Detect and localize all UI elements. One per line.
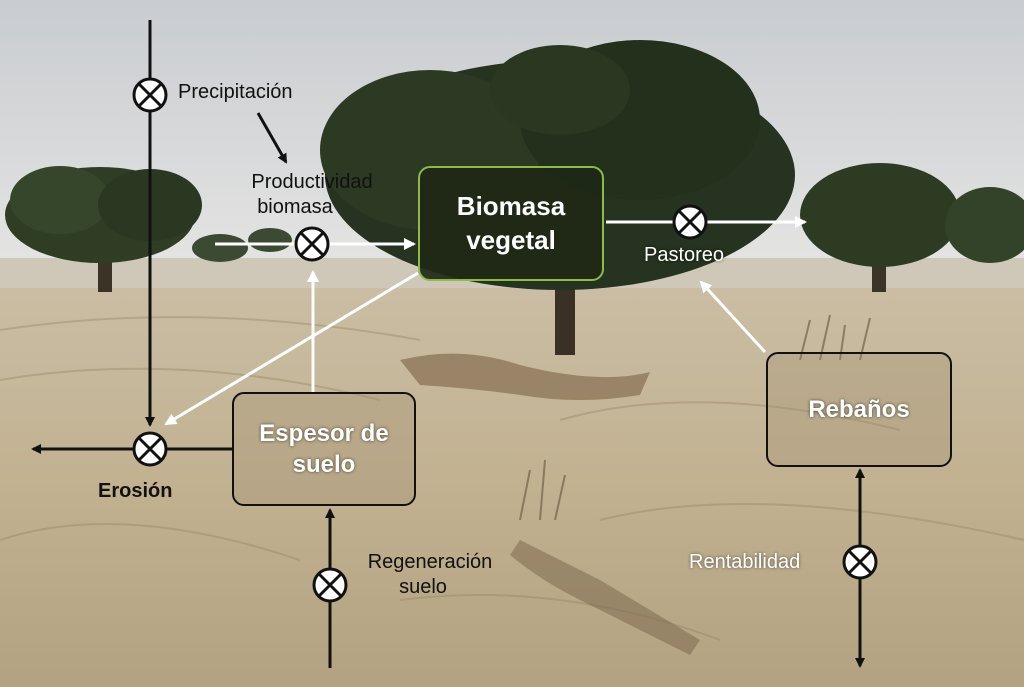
stock-rebanos-label: Rebaños — [808, 395, 910, 423]
gully — [400, 353, 650, 400]
stock-biomasa-label: Biomasa vegetal — [456, 190, 566, 255]
label-regeneracion-suelo: Regeneración suelo — [345, 550, 515, 600]
precipitation-valve — [132, 77, 168, 113]
erosion-valve — [132, 431, 168, 467]
stock-rebanos: Rebaños — [766, 352, 952, 467]
herds-to-grazing-arrow — [699, 280, 767, 354]
label-productividad-line2: biomasa — [257, 196, 333, 218]
label-pastoreo: Pastoreo — [644, 244, 725, 266]
gully-lower — [510, 540, 700, 655]
precipitation-to-productivity-arrow — [256, 112, 288, 164]
regeneration-valve — [312, 567, 348, 603]
biomass-to-erosion-arrow — [164, 271, 419, 426]
stock-biomasa-vegetal: Biomasa vegetal — [418, 166, 604, 281]
productivity-valve — [294, 226, 330, 262]
rentabilidad-valve — [842, 544, 878, 580]
ground — [0, 262, 1024, 687]
oak-tree-left — [5, 166, 202, 292]
oak-tree-right — [800, 163, 1024, 292]
grazing-valve — [672, 204, 708, 240]
label-erosion: Erosión — [98, 480, 173, 502]
label-precipitacion: Precipitación — [178, 81, 293, 103]
label-regeneracion-line2: suelo — [399, 576, 447, 598]
label-productividad-biomasa: Productividad biomasa — [228, 170, 396, 220]
shrubs — [519, 314, 871, 521]
distant-trees — [192, 228, 292, 262]
stock-espesor-de-suelo: Espesor de suelo — [232, 392, 416, 506]
label-productividad-line1: Productividad — [251, 171, 373, 193]
label-regeneracion-line1: Regeneración — [367, 551, 493, 573]
soil-texture — [0, 316, 1024, 641]
stock-espesor-label: Espesor de suelo — [259, 419, 389, 478]
label-rentabilidad: Rentabilidad — [689, 551, 801, 573]
